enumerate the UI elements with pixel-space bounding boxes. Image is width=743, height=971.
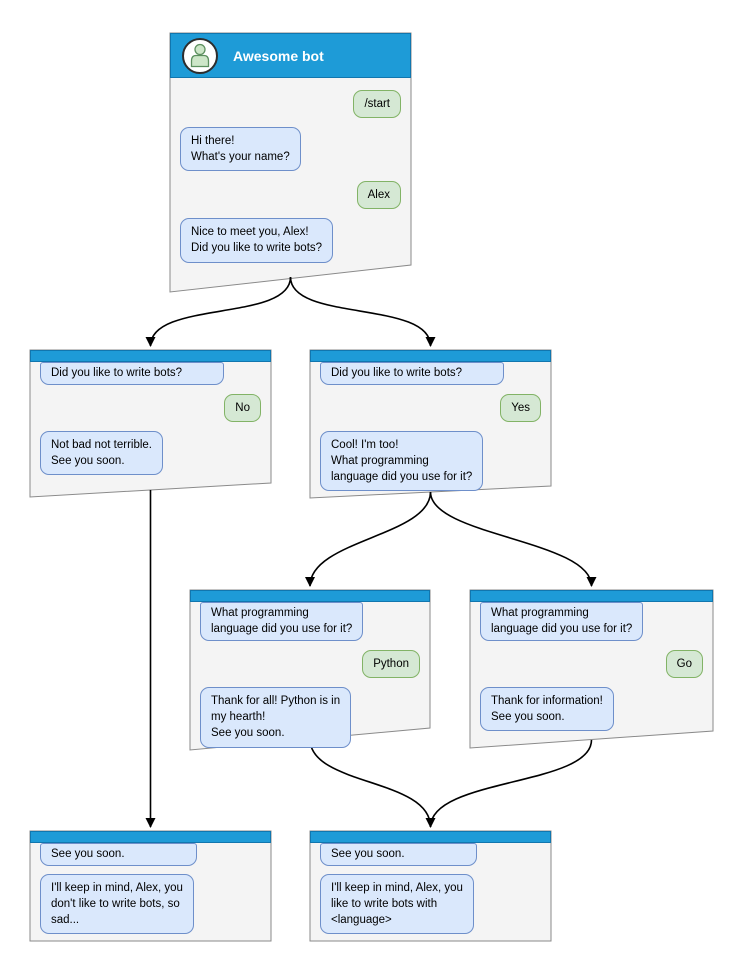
message-bot-context: See you soon. [40, 843, 197, 867]
chat-body: Did you like to write bots? Yes Cool! I'… [310, 362, 551, 492]
chat-header [30, 831, 271, 843]
chat-body: See you soon. I'll keep in mind, Alex, y… [310, 843, 551, 935]
message-bot-reply: Thank for information! See you soon. [480, 687, 614, 732]
chat-window-end-no: See you soon. I'll keep in mind, Alex, y… [30, 831, 271, 941]
edge-yes-to-python [305, 491, 432, 587]
edge-python-to-end [309, 738, 436, 828]
message-bot-question: Nice to meet you, Alex! Did you like to … [180, 218, 334, 263]
chat-header [190, 590, 430, 602]
message-bot-reply: I'll keep in mind, Alex, you don't like … [40, 874, 194, 935]
message-bot-reply: Not bad not terrible. See you soon. [40, 431, 164, 476]
message-bot-context: Did you like to write bots? [40, 362, 224, 386]
chat-window-python-branch: What programming language did you use fo… [190, 590, 430, 750]
chat-header [310, 831, 551, 843]
message-bot-context: See you soon. [320, 843, 477, 867]
message-user-python: Python [362, 650, 420, 679]
message-bot-reply: Thank for all! Python is in my hearth! S… [200, 687, 352, 748]
chat-header [30, 350, 271, 362]
message-user-yes: Yes [500, 394, 541, 423]
chat-window-no-branch: Did you like to write bots? No Not bad n… [30, 350, 271, 497]
chat-header [310, 350, 551, 362]
message-bot-context: What programming language did you use fo… [200, 602, 363, 642]
chat-window-go-branch: What programming language did you use fo… [470, 590, 713, 748]
message-user-start-cmd: /start [353, 90, 401, 119]
message-bot-context: What programming language did you use fo… [480, 602, 643, 642]
chat-header: Awesome bot [170, 33, 411, 78]
chat-body: What programming language did you use fo… [470, 602, 713, 732]
edge-go-to-end [429, 739, 593, 828]
message-user-name: Alex [356, 181, 401, 210]
message-bot-context: Did you like to write bots? [320, 362, 504, 386]
chat-header [470, 590, 713, 602]
chat-body: Did you like to write bots? No Not bad n… [30, 362, 271, 476]
bot-avatar-person-icon [182, 37, 218, 74]
chat-window-end-yes: See you soon. I'll keep in mind, Alex, y… [310, 831, 551, 941]
edge-start-to-yes [289, 276, 436, 347]
chat-body: /start Hi there! What's your name? Alex … [170, 78, 411, 263]
chat-body: See you soon. I'll keep in mind, Alex, y… [30, 843, 271, 935]
chat-window-start: Awesome bot /start Hi there! What's your… [170, 33, 411, 292]
edge-yes-to-go [429, 491, 597, 587]
message-bot-reply: I'll keep in mind, Alex, you like to wri… [320, 874, 474, 935]
message-bot-greeting: Hi there! What's your name? [180, 127, 301, 172]
message-bot-reply: Cool! I'm too! What programming language… [320, 431, 484, 492]
message-user-no: No [224, 394, 261, 423]
message-user-go: Go [665, 650, 703, 679]
chat-window-yes-branch: Did you like to write bots? Yes Cool! I'… [310, 350, 551, 498]
chat-body: What programming language did you use fo… [190, 602, 430, 748]
edge-start-to-no [145, 276, 292, 347]
bot-title: Awesome bot [233, 47, 324, 64]
